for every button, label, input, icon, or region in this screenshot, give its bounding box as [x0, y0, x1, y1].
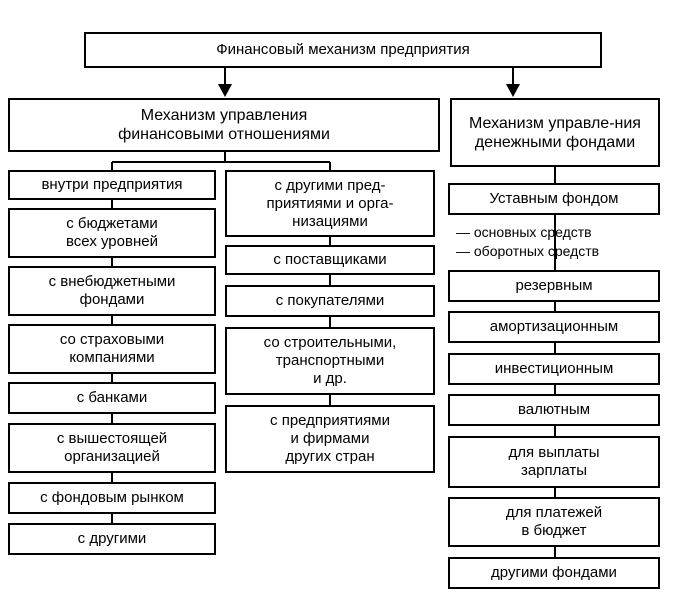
arrow-head-right: [506, 84, 520, 97]
col1-item: внутри предприятия: [8, 170, 216, 200]
col1-item: с внебюджетными фондами: [8, 266, 216, 316]
col3-item: амортизационным: [448, 311, 660, 343]
arrow-head-left: [218, 84, 232, 97]
col1-item: с другими: [8, 523, 216, 555]
relations-management-header: Механизм управления финансовыми отношени…: [8, 98, 440, 152]
fixed-assets-note: — основных средств: [456, 224, 592, 240]
col3-item: валютным: [448, 394, 660, 426]
col1-item: с бюджетами всех уровней: [8, 208, 216, 258]
col1-item: со страховыми компаниями: [8, 324, 216, 374]
col1-item: с вышестоящей организацией: [8, 423, 216, 473]
col2-item: с другими пред- приятиями и орга- низаци…: [225, 170, 435, 237]
col2-item: со строительными, транспортными и др.: [225, 327, 435, 395]
funds-management-header: Механизм управле-ния денежными фондами: [450, 98, 660, 167]
charter-fund-box: Уставным фондом: [448, 183, 660, 215]
col3-item: резервным: [448, 270, 660, 302]
col2-item: с покупателями: [225, 285, 435, 317]
col2-item: с поставщиками: [225, 245, 435, 275]
col2-item: с предприятиями и фирмами других стран: [225, 405, 435, 473]
financial-mechanism-box: Финансовый механизм предприятия: [84, 32, 602, 68]
col3-item: инвестиционным: [448, 353, 660, 385]
col1-item: с банками: [8, 382, 216, 414]
col3-item: другими фондами: [448, 557, 660, 589]
col3-item: для выплаты зарплаты: [448, 436, 660, 488]
col1-item: с фондовым рынком: [8, 482, 216, 514]
col3-item: для платежей в бюджет: [448, 497, 660, 547]
working-capital-note: — оборотных средств: [456, 243, 600, 259]
